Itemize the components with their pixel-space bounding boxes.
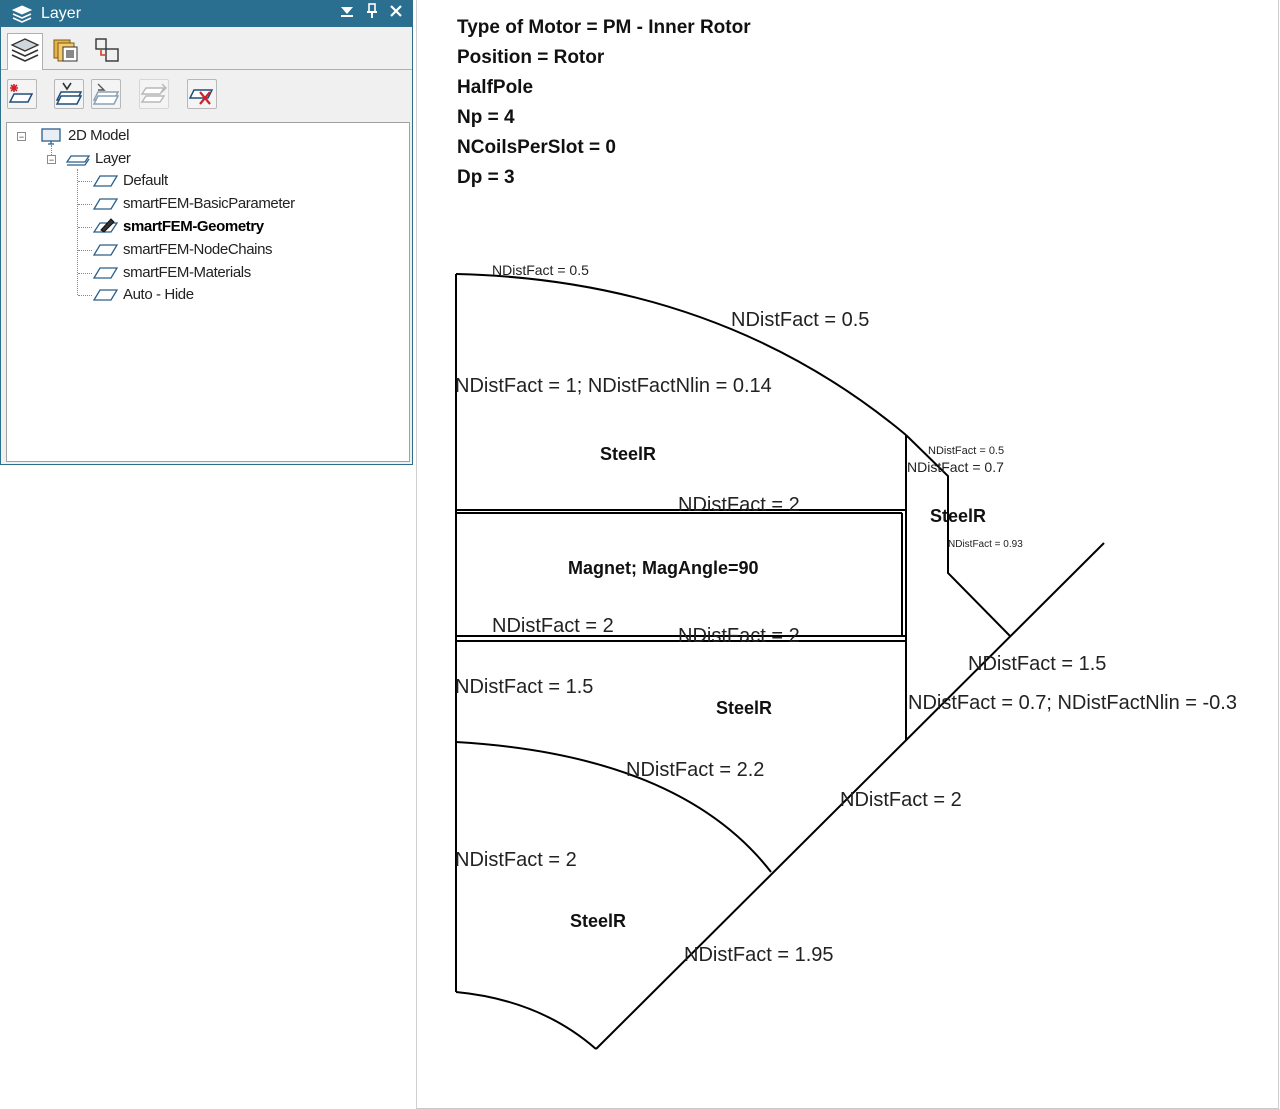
label-diag-mid: NDistFact = 2: [840, 789, 962, 811]
label-right-tiny-2: NDistFact = 0.93: [948, 539, 1023, 550]
layer-icon: [93, 244, 119, 256]
layers-stack-icon: [10, 38, 40, 62]
info-motor-type: Type of Motor = PM - Inner Rotor: [457, 17, 751, 38]
tab-hierarchy[interactable]: [89, 33, 125, 69]
label-magnet-top: NDistFact = 2: [678, 494, 800, 516]
layer-panel: Layer: [0, 0, 413, 465]
info-np: Np = 4: [457, 107, 515, 128]
pin-icon[interactable]: [362, 3, 382, 23]
tree-item-label: smartFEM-NodeChains: [123, 241, 273, 258]
tree-item-label: smartFEM-Geometry: [123, 218, 264, 235]
layer-visibility-icon: [92, 83, 120, 105]
region-label-steel-top: SteelR: [600, 444, 656, 464]
label-left-mid: NDistFact = 1.5: [455, 676, 593, 698]
tree-item-label: smartFEM-BasicParameter: [123, 195, 295, 212]
collapse-icon[interactable]: −: [47, 155, 56, 165]
label-right-small: NDistFact = 0.7: [907, 459, 1004, 475]
label-left-bottom: NDistFact = 2: [455, 849, 577, 871]
layer-icon: [93, 289, 119, 301]
layer-group-icon: [65, 155, 91, 166]
tree-group-label: Layer: [95, 150, 131, 167]
new-layer-icon: [8, 84, 34, 103]
region-label-magnet: Magnet; MagAngle=90: [568, 558, 759, 578]
set-active-layer-button[interactable]: [54, 79, 84, 109]
info-half-pole: HalfPole: [457, 77, 534, 98]
layer-tree: − 2D Model − Layer Default: [6, 122, 410, 462]
region-label-steel-bottom: SteelR: [570, 911, 626, 931]
layer-icon: [93, 198, 119, 210]
label-diag-bottom: NDistFact = 1.95: [684, 944, 834, 966]
collapse-icon[interactable]: −: [17, 132, 26, 142]
layer-icon: [93, 267, 119, 279]
layer-icon: [93, 175, 119, 187]
tab-objects[interactable]: [49, 33, 85, 69]
move-to-layer-icon: [140, 83, 167, 103]
dropdown-icon[interactable]: [337, 3, 357, 23]
move-to-layer-button[interactable]: [139, 79, 169, 109]
layers-stack-icon: [11, 4, 33, 29]
label-magnet-bottom-left: NDistFact = 2: [492, 615, 614, 637]
set-active-layer-icon: [55, 82, 83, 105]
hierarchy-icon: [95, 38, 119, 62]
label-left-top: NDistFact = 1; NDistFactNlin = 0.14: [455, 375, 772, 397]
new-layer-button[interactable]: [7, 79, 37, 109]
panel-title: Layer: [41, 5, 82, 22]
notch-outline[interactable]: [905, 434, 1011, 637]
label-inner-arc: NDistFact = 2.2: [626, 759, 764, 781]
label-magnet-bottom-mid: NDistFact = 2: [678, 625, 800, 647]
info-position: Position = Rotor: [457, 47, 605, 68]
panel-tabs: [1, 27, 412, 70]
region-label-steel-middle: SteelR: [716, 698, 772, 718]
label-top-small: NDistFact = 0.5: [492, 262, 589, 278]
folder-copy-icon: [53, 39, 78, 62]
diagonal-boundary[interactable]: [595, 542, 1105, 1050]
label-diag-upper: NDistFact = 1.5: [968, 653, 1106, 675]
tree-root-label: 2D Model: [68, 127, 129, 144]
tree-item-label: smartFEM-Materials: [123, 264, 251, 281]
delete-layer-button[interactable]: [187, 79, 217, 109]
panel-titlebar[interactable]: Layer: [1, 1, 412, 27]
close-icon[interactable]: [386, 3, 406, 23]
info-dp: Dp = 3: [457, 167, 515, 188]
tree-item-label: Auto - Hide: [123, 286, 194, 303]
monitor-icon: [41, 128, 61, 145]
shaft-arc[interactable]: [455, 991, 597, 1050]
inner-arc[interactable]: [455, 741, 772, 873]
outer-arc[interactable]: [455, 273, 907, 436]
label-right-vert: NDistFact = 0.7; NDistFactNlin = -0.3: [908, 692, 1237, 714]
region-label-steel-right: SteelR: [930, 506, 986, 526]
tab-layers[interactable]: [7, 33, 43, 70]
active-layer-pencil-icon: [93, 218, 119, 233]
layer-visibility-button[interactable]: [91, 79, 121, 109]
tree-item-label: Default: [123, 172, 168, 189]
label-right-tiny-1: NDistFact = 0.5: [928, 445, 1004, 457]
delete-layer-icon: [188, 89, 214, 105]
panel-toolbar: [1, 71, 412, 121]
label-arc-top: NDistFact = 0.5: [731, 309, 869, 331]
info-ncoils-per-slot: NCoilsPerSlot = 0: [457, 137, 616, 158]
